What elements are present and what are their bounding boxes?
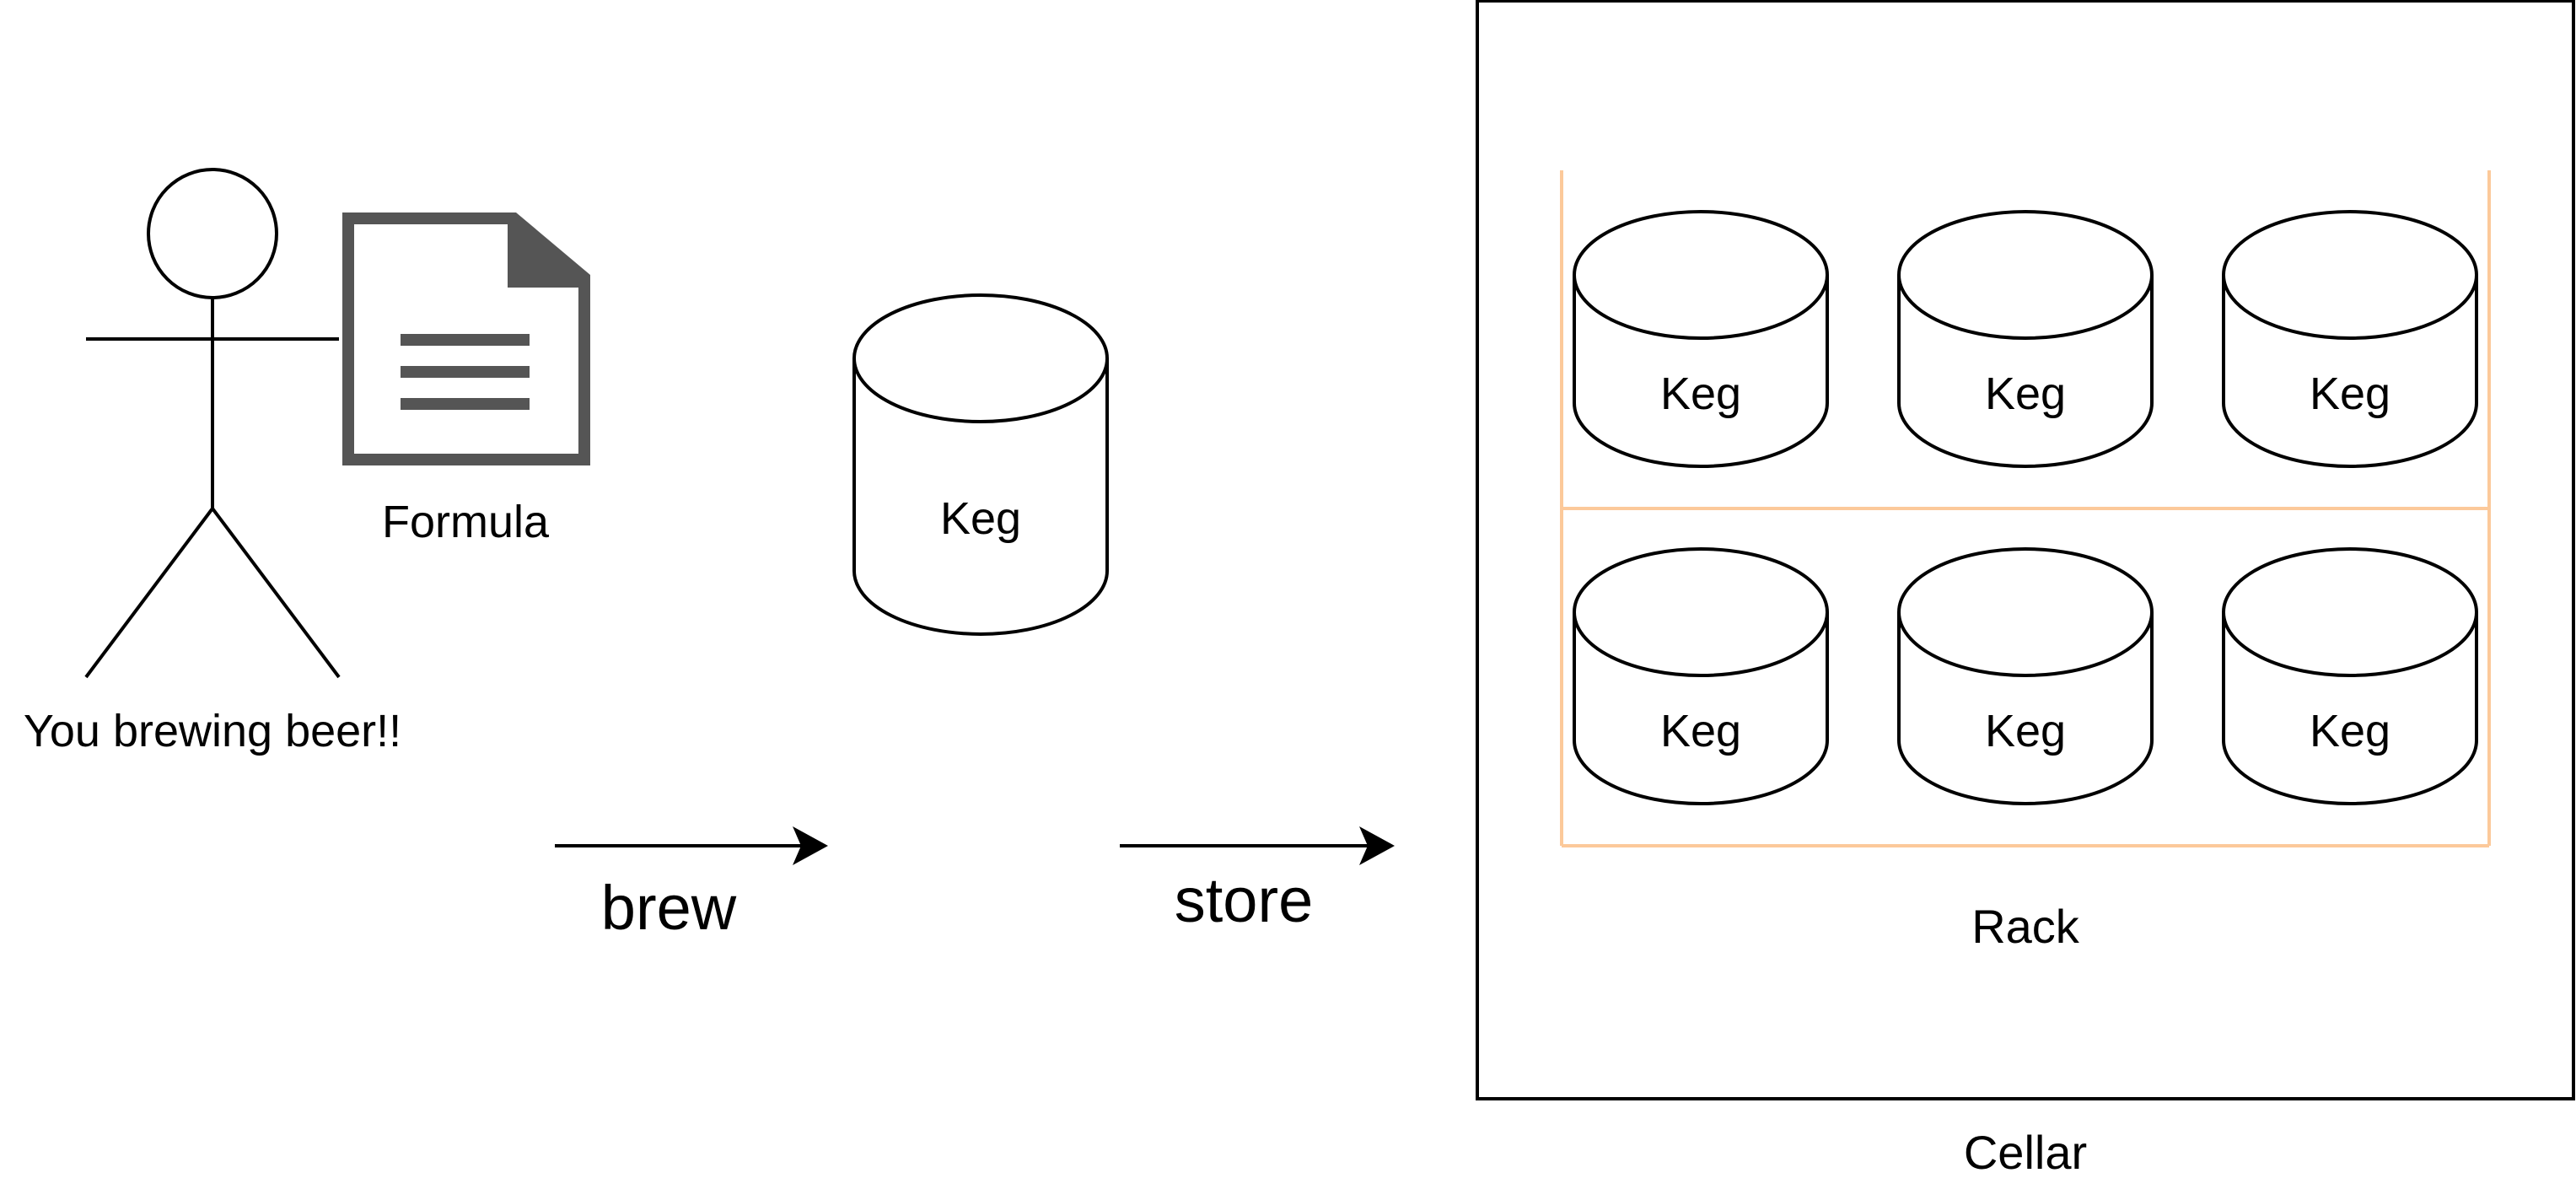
keg-standalone: Keg (852, 293, 1109, 636)
person-label: You brewing beer!! (24, 706, 401, 756)
keg-rack-4: Keg (1573, 547, 1829, 805)
brew-arrow (555, 826, 828, 865)
keg-standalone-label: Keg (940, 493, 1021, 544)
person-icon (84, 168, 341, 679)
keg-rack-3-label: Keg (2310, 369, 2390, 419)
keg-rack-6: Keg (2222, 547, 2478, 805)
keg-rack-2-label: Keg (1985, 369, 2066, 419)
keg-rack-5-label: Keg (1985, 706, 2066, 756)
rack-label: Rack (1971, 900, 2080, 953)
keg-rack-1: Keg (1573, 210, 1829, 468)
store-arrow (1120, 826, 1395, 865)
formula-label: Formula (382, 497, 550, 547)
keg-rack-4-label: Keg (1660, 706, 1741, 756)
keg-rack-1-label: Keg (1660, 369, 1741, 419)
cellar-label: Cellar (1964, 1126, 2087, 1179)
keg-rack-2: Keg (1897, 210, 2154, 468)
document-icon (342, 213, 590, 465)
brew-label: brew (601, 873, 737, 943)
rack (1560, 170, 2491, 847)
keg-rack-6-label: Keg (2310, 706, 2390, 756)
store-label: store (1175, 865, 1314, 935)
keg-rack-5: Keg (1897, 547, 2154, 805)
keg-rack-3: Keg (2222, 210, 2478, 468)
cellar-box (1476, 0, 2575, 1100)
